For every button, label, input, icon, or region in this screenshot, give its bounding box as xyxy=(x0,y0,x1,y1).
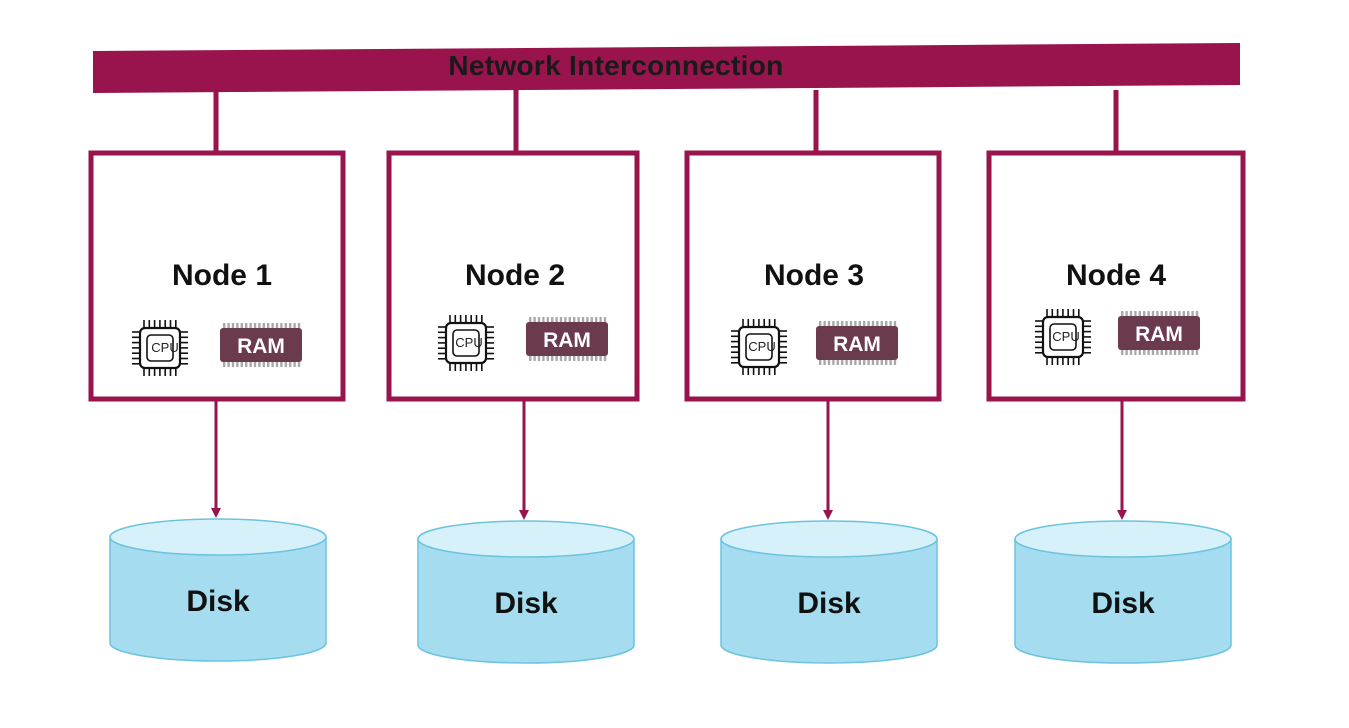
node-2-ram-icon xyxy=(526,317,608,361)
node-3-ram-label: RAM xyxy=(833,333,881,356)
node-2-disk xyxy=(417,520,635,664)
node-4-box xyxy=(986,150,1246,402)
node-3-ram-icon xyxy=(816,321,898,365)
network-interconnection-bar xyxy=(93,43,1240,93)
node-2-cpu-label: CPU xyxy=(455,335,483,350)
node-1-cpu-label: CPU xyxy=(151,340,179,355)
network-interconnection-label: Network Interconnection xyxy=(448,50,784,81)
node-1-disk xyxy=(109,518,327,662)
node-4-ram-label: RAM xyxy=(1135,323,1183,346)
node-1-ram-label: RAM xyxy=(237,335,285,358)
node-4-disk xyxy=(1014,520,1232,664)
node-1-ram-icon xyxy=(220,323,302,367)
node-2-cpu-icon xyxy=(438,315,494,371)
node-2-disk-label: Disk xyxy=(494,587,558,620)
node-1-cpu-icon xyxy=(132,320,188,376)
node-3-cpu-icon xyxy=(731,319,787,375)
node-3-cpu-label: CPU xyxy=(748,339,776,354)
node-2-title: Node 2 xyxy=(464,259,566,292)
node-4-cpu-icon xyxy=(1035,309,1091,365)
node-4-title: Node 4 xyxy=(1065,259,1167,292)
node-2-ram-label: RAM xyxy=(543,329,591,352)
node-3-title: Node 3 xyxy=(763,259,865,292)
node-3-disk xyxy=(720,520,938,664)
node-4-cpu-label: CPU xyxy=(1052,329,1080,344)
node-4-disk-label: Disk xyxy=(1091,587,1155,620)
node-1-disk-label: Disk xyxy=(186,585,250,618)
node-1-title: Node 1 xyxy=(171,259,273,292)
node-4-ram-icon xyxy=(1118,311,1200,355)
node-3-disk-label: Disk xyxy=(797,587,861,620)
